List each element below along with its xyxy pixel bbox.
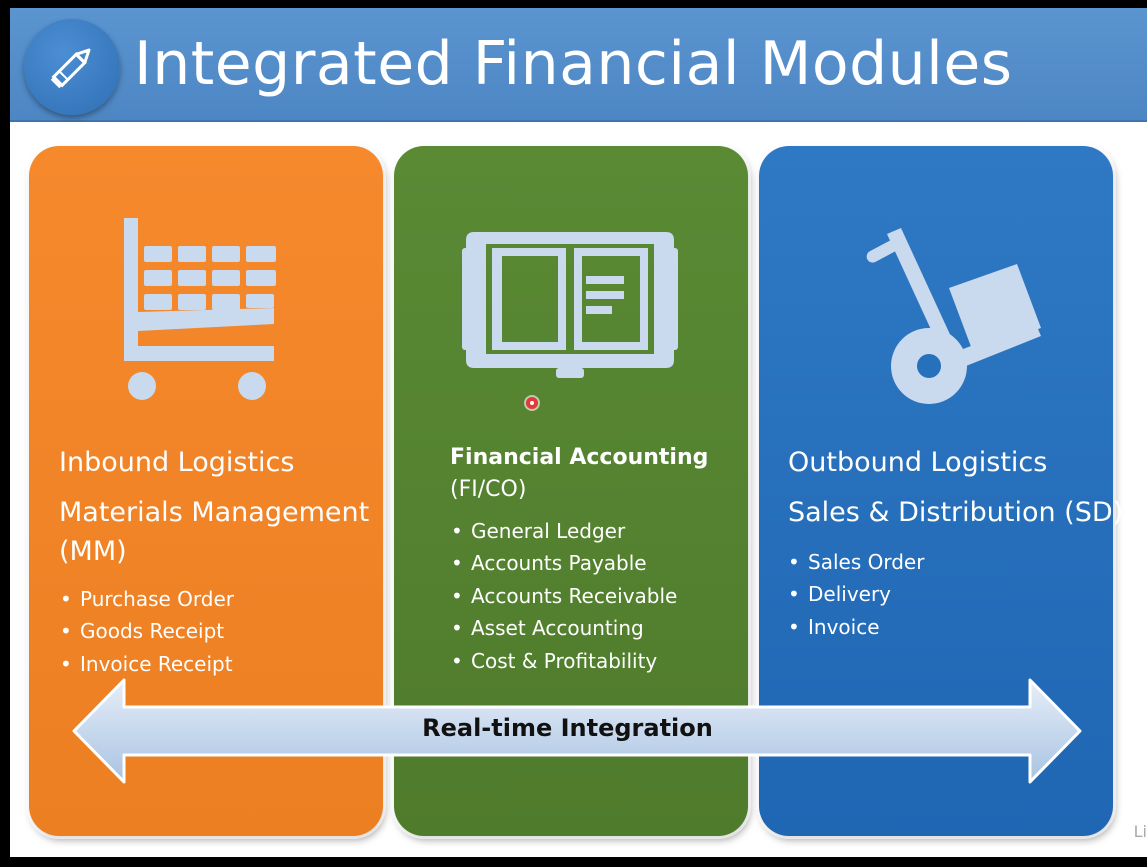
panel-subheading: Materials Management xyxy=(59,497,370,528)
panel-subheading: Sales & Distribution (SD) xyxy=(788,497,1124,528)
double-arrow-icon xyxy=(72,678,1082,784)
real-time-integration-arrow: Real-time Integration xyxy=(70,678,1085,784)
list-item: Cost & Profitability xyxy=(451,645,677,677)
pencil-icon xyxy=(24,19,120,115)
list-item: Goods Receipt xyxy=(60,615,234,647)
list-item: Invoice Receipt xyxy=(60,648,234,680)
title-bar: Integrated Financial Modules xyxy=(10,8,1147,122)
list-item: Asset Accounting xyxy=(451,612,677,644)
panel-item-list: Sales Order Delivery Invoice xyxy=(788,546,924,643)
watermark: Li xyxy=(1133,822,1147,841)
list-item: Accounts Receivable xyxy=(451,580,677,612)
mouse-cursor-indicator xyxy=(526,397,538,409)
panel-item-list: General Ledger Accounts Payable Accounts… xyxy=(451,515,677,677)
arrow-label: Real-time Integration xyxy=(422,714,713,742)
list-item: Purchase Order xyxy=(60,583,234,615)
slide: Integrated Financial Modules xyxy=(10,8,1147,857)
panel-heading: Financial Accounting xyxy=(450,445,709,470)
panel-item-list: Purchase Order Goods Receipt Invoice Rec… xyxy=(60,583,234,680)
panel-subheading: (FI/CO) xyxy=(450,477,527,502)
list-item: Accounts Payable xyxy=(451,547,677,579)
tablet-book-icon xyxy=(462,232,678,378)
list-item: Sales Order xyxy=(788,546,924,578)
hand-truck-icon xyxy=(866,228,1041,404)
list-item: General Ledger xyxy=(451,515,677,547)
list-item: Delivery xyxy=(788,578,924,610)
panel-heading: Outbound Logistics xyxy=(788,447,1048,478)
list-item: Invoice xyxy=(788,611,924,643)
page-title: Integrated Financial Modules xyxy=(134,29,1013,99)
shopping-cart-icon xyxy=(124,218,276,400)
panel-subheading-abbr: (MM) xyxy=(59,536,127,567)
panel-heading: Inbound Logistics xyxy=(59,447,295,478)
